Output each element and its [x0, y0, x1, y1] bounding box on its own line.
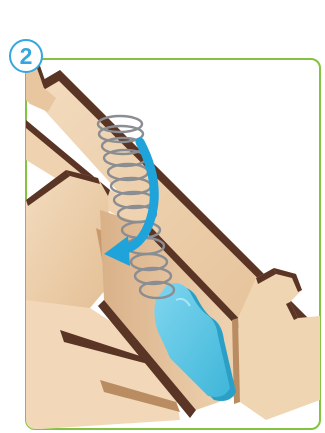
step-number-badge: 2 — [9, 39, 43, 73]
